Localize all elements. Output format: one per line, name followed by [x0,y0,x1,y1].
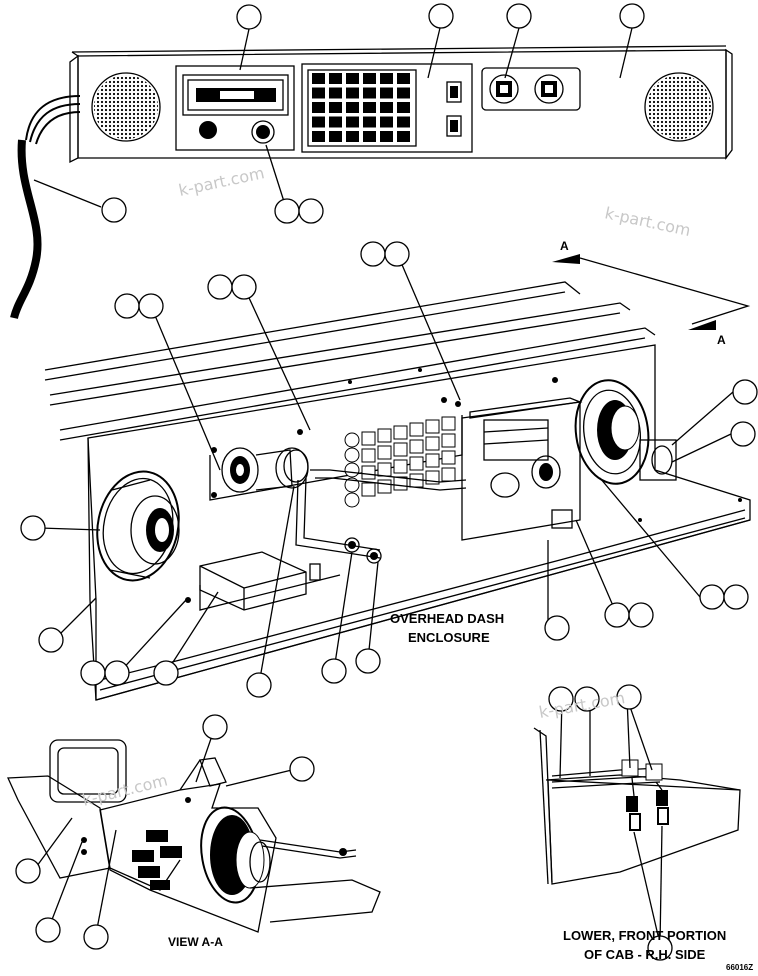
switch-key [397,102,410,113]
switch-key [329,131,342,142]
radio-housing [461,397,583,541]
overhead-dash-enclosure [44,254,751,701]
radio-module [175,65,295,151]
switch-key [425,419,440,434]
section-line-a-a [552,254,751,330]
grommet [344,492,360,508]
switch-key [425,436,440,451]
switch-key [397,131,410,142]
switch-grid-modules [344,416,456,508]
switch-key [380,116,393,128]
lower-label-line1: LOWER, FRONT PORTION [563,928,726,943]
section-letter-upper: A [560,239,569,253]
switch-key [363,73,376,84]
switch-key [441,416,456,431]
grommet [344,462,360,478]
switch-key [393,442,408,457]
switch-key [409,422,424,437]
left-speaker-grille [91,72,161,142]
switch-key [346,73,359,84]
grommet [344,447,360,463]
wiring-harness [10,95,81,320]
switch-key [361,448,376,463]
switch-key [312,102,325,113]
switch-key [329,102,342,113]
switch-key [441,450,456,465]
view-a-a-detail [7,739,381,933]
switch-key [377,445,392,460]
section-letter-lower: A [717,333,726,347]
switch-key [361,431,376,446]
switch-key [361,482,376,497]
switch-key [329,73,342,84]
lower-label-line2: OF CAB - R.H. SIDE [584,947,706,962]
switch-key [363,87,376,99]
switch-key [397,116,410,128]
switch-key [363,131,376,142]
switch-key [377,462,392,477]
switch-key [393,476,408,491]
hose-lines [295,469,467,564]
switch-key [393,425,408,440]
switch-key [409,456,424,471]
switch-key [393,459,408,474]
switch-key [397,73,410,84]
switch-key [312,116,325,128]
switch-key [346,102,359,113]
switch-key [312,87,325,99]
control-knob-assembly [221,447,309,493]
mounting-screws [185,368,742,603]
watermark-2: k-part.com [603,203,692,240]
watermark-1: k-part.com [177,163,266,200]
relay-module-box [199,551,321,611]
switch-key [312,73,325,84]
switch-key [425,453,440,468]
drawing-number: 66016Z [726,963,753,972]
grommet [344,432,360,448]
switch-key [377,479,392,494]
overhead-label-line2: ENCLOSURE [408,630,490,645]
switch-key [380,102,393,113]
switch-key [363,116,376,128]
switch-key [380,73,393,84]
switch-key [441,467,456,482]
view-a-a-label: VIEW A-A [168,935,223,949]
switch-key [361,465,376,480]
grommet [344,477,360,493]
switch-key [346,116,359,128]
callout-leaders [33,27,734,945]
switch-key [329,116,342,128]
switch-key [346,87,359,99]
switch-key [363,102,376,113]
switch-key [329,87,342,99]
lower-front-cab-detail [533,727,741,885]
switch-key [397,87,410,99]
climate-control-module [481,67,581,111]
switch-key [346,131,359,142]
switch-key [380,131,393,142]
overhead-label-line1: OVERHEAD DASH [390,611,504,626]
callout-balloons [15,3,758,961]
switch-key [441,433,456,448]
overhead-console-front-view [10,45,733,320]
switch-panel-module [301,63,473,153]
switch-key [377,428,392,443]
switch-key [312,131,325,142]
switch-key [380,87,393,99]
right-speaker-grille [644,72,714,142]
switch-key [409,439,424,454]
right-speaker [574,379,677,485]
left-speaker [96,470,180,582]
